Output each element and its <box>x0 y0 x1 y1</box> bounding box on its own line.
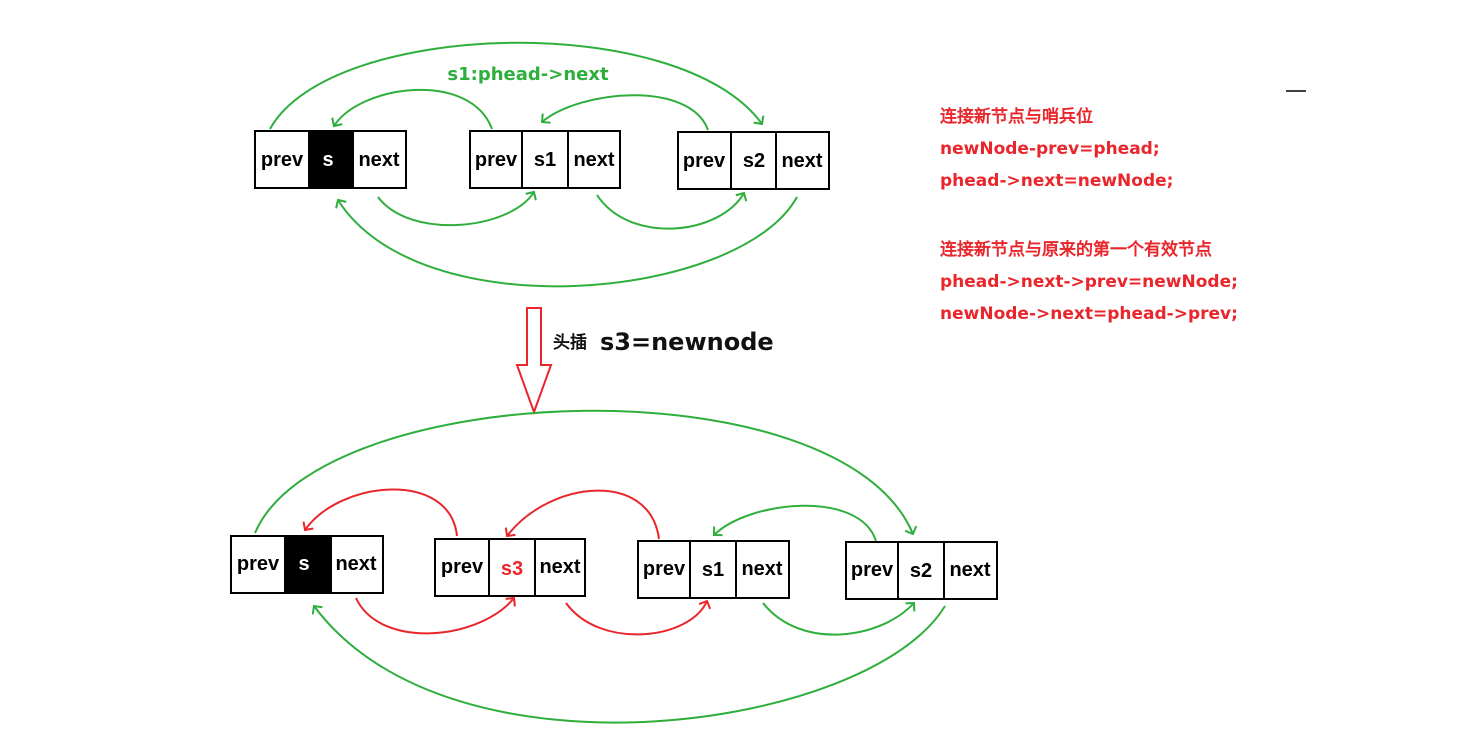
arrow-sentinel-next-to-s1 <box>377 190 537 227</box>
next-cell-label: next <box>335 553 376 575</box>
prev-cell-label: prev <box>475 149 518 171</box>
transition: 头插 s3=newnode <box>515 307 774 415</box>
note-line: phead->next=newNode; <box>940 171 1174 191</box>
note-line: newNode-prev=phead; <box>940 139 1160 159</box>
arrow-s2-prev-to-s1 <box>540 94 709 131</box>
arrow-s3-prev-to-sentinel <box>302 488 458 537</box>
prev-cell-label: prev <box>851 559 894 581</box>
arrow-s2-prev-to-s1 <box>712 504 877 542</box>
next-cell-label: next <box>573 149 614 171</box>
data-cell-label: s1 <box>702 559 724 581</box>
bottom-node-sentinel: prev s next <box>230 535 384 594</box>
prev-cell-label: prev <box>261 149 304 171</box>
arrow-sentinel-next-to-s3 <box>355 596 516 635</box>
prev-cell-label: prev <box>643 558 686 580</box>
next-cell-label: next <box>781 150 822 172</box>
arrow-s2-next-to-sentinel <box>335 196 798 288</box>
top-node-s2: prev s2 next <box>677 131 830 190</box>
arrow-s1-prev-to-s3 <box>504 489 660 540</box>
next-cell-label: next <box>358 149 399 171</box>
arrow-s1-next-to-s2 <box>596 191 748 230</box>
prev-cell-label: prev <box>441 556 484 578</box>
note-line: phead->next->prev=newNode; <box>940 272 1238 292</box>
next-cell-label: next <box>539 556 580 578</box>
arrow-s1-next-to-s2 <box>762 601 916 636</box>
bottom-node-s1: prev s1 next <box>637 540 790 599</box>
top-node-s1: prev s1 next <box>469 130 621 189</box>
next-cell-label: next <box>741 558 782 580</box>
top-arrow-label: s1:phead->next <box>447 64 609 85</box>
bottom-node-s3: prev s3 next <box>434 538 586 597</box>
sentinel-data-label: s <box>322 149 333 171</box>
transition-label-expr: s3=newnode <box>600 328 774 356</box>
arrow-sentinel-next-to-s2 <box>269 41 765 130</box>
note-line: 连接新节点与原来的第一个有效节点 <box>940 240 1212 260</box>
data-cell-label: s2 <box>743 150 765 172</box>
arrow-s2-next-to-sentinel <box>311 604 946 724</box>
down-arrow-icon <box>515 307 553 415</box>
sentinel-data-label: s <box>298 553 309 575</box>
top-node-sentinel: prev s next <box>254 130 407 189</box>
note-line: newNode->next=phead->prev; <box>940 304 1238 324</box>
data-cell-label: s2 <box>910 560 932 582</box>
prev-cell-label: prev <box>683 150 726 172</box>
note-line: 连接新节点与哨兵位 <box>940 107 1093 127</box>
next-cell-label: next <box>949 559 990 581</box>
bottom-node-s2: prev s2 next <box>845 541 998 600</box>
transition-label-cn: 头插 <box>553 332 587 353</box>
bottom-list: prev s next prev s3 next prev s1 next pr… <box>230 409 998 724</box>
arrow-sentinel-next-to-s2 <box>254 409 918 536</box>
new-node-data-label: s3 <box>501 558 523 580</box>
prev-cell-label: prev <box>237 553 280 575</box>
data-cell-label: s1 <box>534 149 556 171</box>
arrow-s3-next-to-s1 <box>565 599 712 636</box>
top-list: prev s next prev s1 next prev s2 next <box>254 41 830 288</box>
arrow-s1-prev-to-sentinel <box>331 88 493 130</box>
